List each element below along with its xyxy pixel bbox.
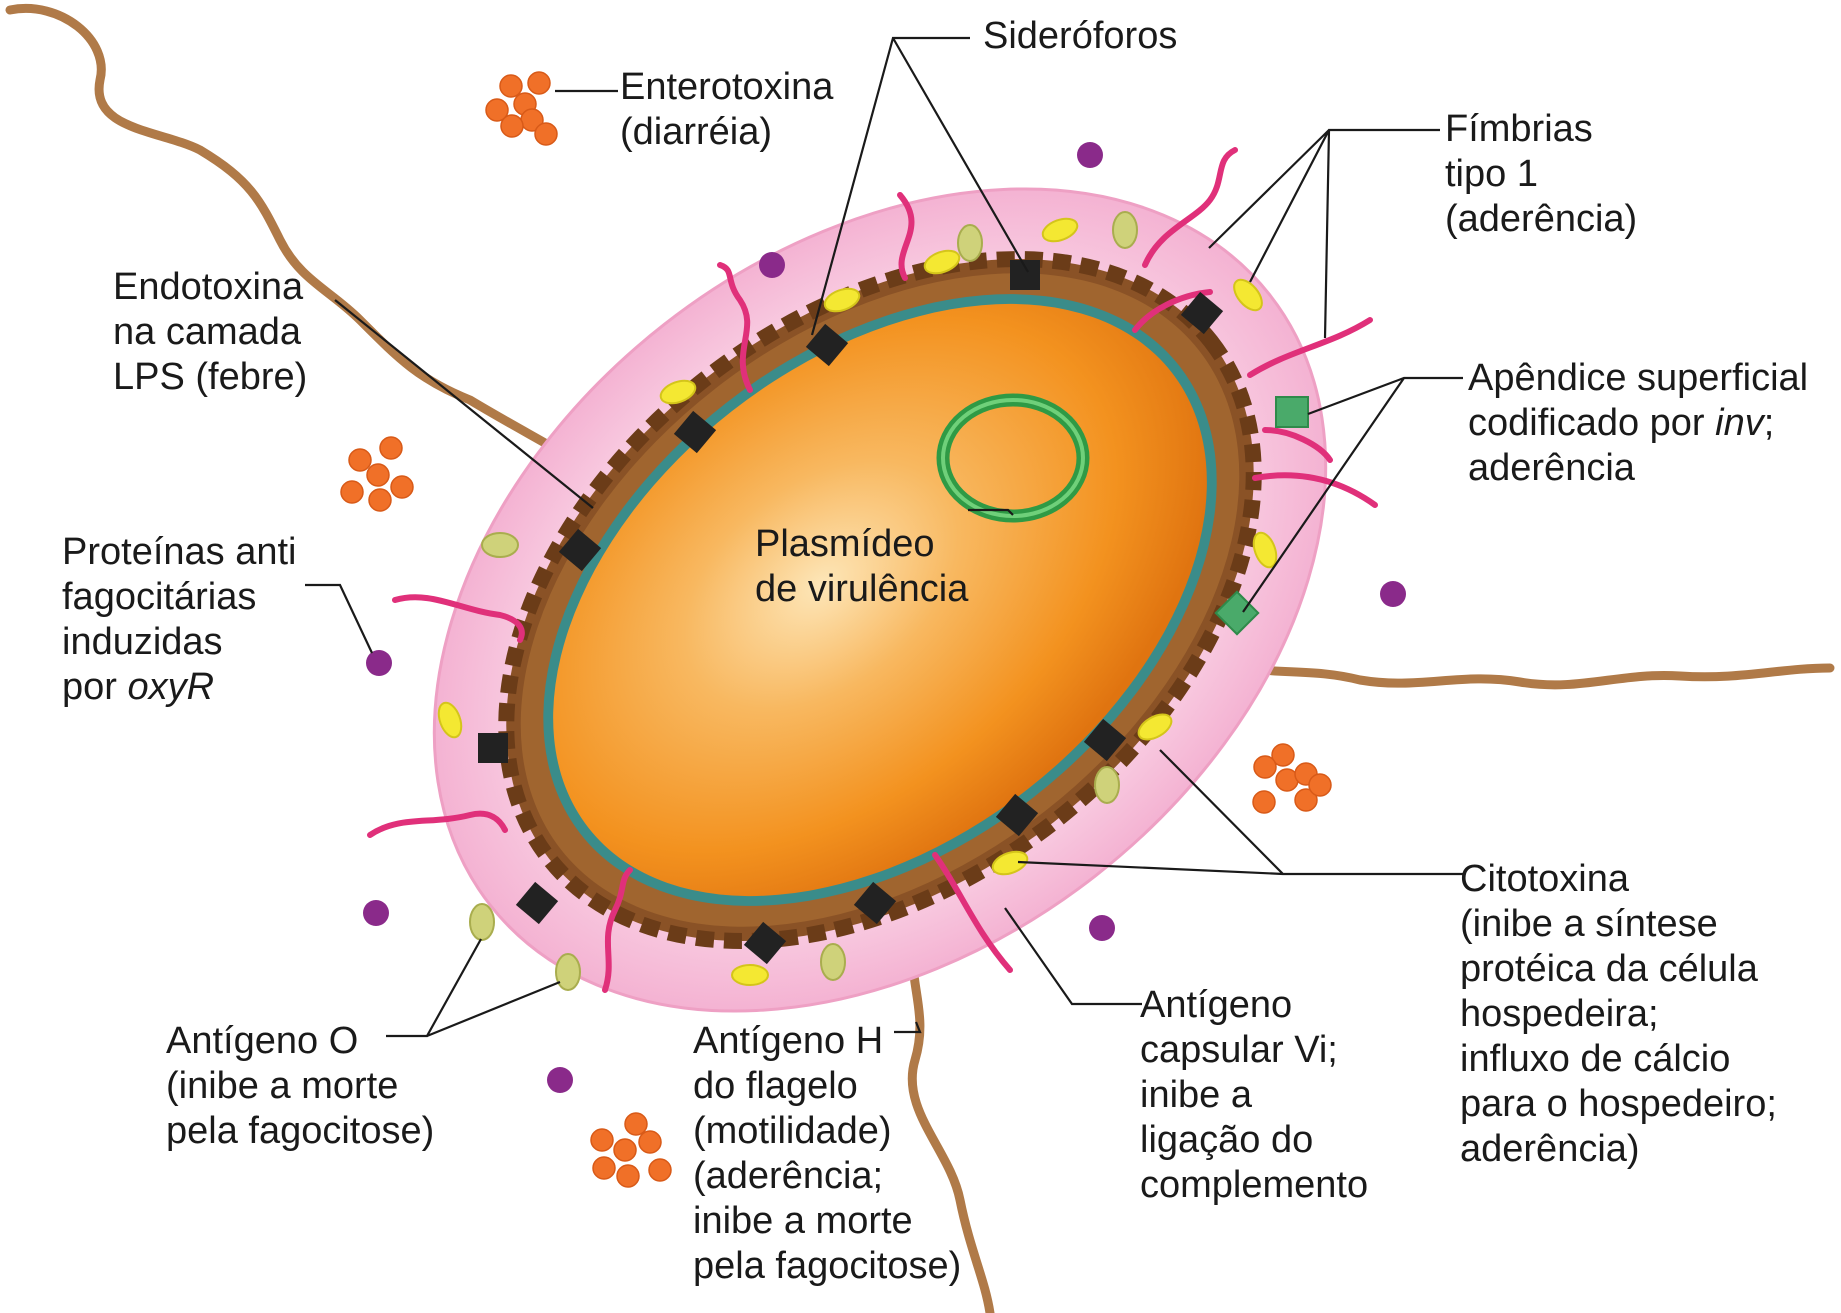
label-citotoxina: Citotoxina (inibe a síntese protéica da …: [1460, 857, 1777, 1172]
label-line: Plasmídeo: [755, 522, 968, 567]
label-line: codificado por inv;: [1468, 401, 1808, 446]
label-line: hospedeira;: [1460, 992, 1777, 1037]
label-line: na camada: [113, 310, 307, 355]
label-antigeno-h: Antígeno H do flagelo (motilidade) (ader…: [693, 1019, 961, 1289]
label-line: LPS (febre): [113, 355, 307, 400]
label-line: (aderência): [1445, 197, 1637, 242]
label-segment-italic: inv: [1715, 402, 1764, 444]
label-enterotoxina: Enterotoxina (diarréia): [620, 65, 833, 155]
label-line: Fímbrias: [1445, 107, 1637, 152]
label-line: do flagelo: [693, 1064, 961, 1109]
flagellum-right: [1200, 655, 1830, 685]
label-line: influxo de cálcio: [1460, 1037, 1777, 1082]
label-line: (inibe a síntese: [1460, 902, 1777, 947]
label-proteinas: Proteínas anti fagocitárias induzidas po…: [62, 530, 296, 710]
label-line: (diarréia): [620, 110, 833, 155]
label-line: pela fagocitose): [166, 1109, 434, 1154]
label-line: tipo 1: [1445, 152, 1637, 197]
label-antigeno-o: Antígeno O (inibe a morte pela fagocitos…: [166, 1019, 434, 1154]
leader-proteinas: [305, 585, 372, 653]
label-segment: ;: [1764, 402, 1775, 444]
label-segment: por: [62, 666, 127, 708]
label-line: por oxyR: [62, 665, 296, 710]
label-line: Antígeno O: [166, 1019, 434, 1064]
label-line: Antígeno: [1140, 983, 1368, 1028]
label-line: aderência): [1460, 1127, 1777, 1172]
enterotoxin-cluster: [591, 1113, 671, 1187]
label-sideroforos: Sideróforos: [983, 14, 1177, 59]
label-line: pela fagocitose): [693, 1244, 961, 1289]
label-segment-italic: oxyR: [127, 666, 214, 708]
enterotoxin-cluster: [1253, 744, 1331, 813]
label-line: Endotoxina: [113, 265, 307, 310]
label-line: protéica da célula: [1460, 947, 1777, 992]
label-plasmideo: Plasmídeo de virulência: [755, 522, 968, 612]
enterotoxin-cluster: [486, 72, 557, 145]
label-segment: codificado por: [1468, 402, 1715, 444]
label-line: Antígeno H: [693, 1019, 961, 1064]
label-line: complemento: [1140, 1163, 1368, 1208]
label-line: ligação do: [1140, 1118, 1368, 1163]
label-apendice: Apêndice superficial codificado por inv;…: [1468, 356, 1808, 491]
enterotoxin-cluster: [341, 437, 413, 511]
label-line: Proteínas anti: [62, 530, 296, 575]
label-endotoxina: Endotoxina na camada LPS (febre): [113, 265, 307, 400]
label-line: para o hospedeiro;: [1460, 1082, 1777, 1127]
label-line: Apêndice superficial: [1468, 356, 1808, 401]
label-line: capsular Vi;: [1140, 1028, 1368, 1073]
label-line: (aderência;: [693, 1154, 961, 1199]
label-line: fagocitárias: [62, 575, 296, 620]
label-line: (inibe a morte: [166, 1064, 434, 1109]
label-line: Enterotoxina: [620, 65, 833, 110]
label-line: aderência: [1468, 446, 1808, 491]
label-line: induzidas: [62, 620, 296, 665]
label-line: inibe a: [1140, 1073, 1368, 1118]
label-line: de virulência: [755, 567, 968, 612]
label-line: Citotoxina: [1460, 857, 1777, 902]
label-fimbrias: Fímbrias tipo 1 (aderência): [1445, 107, 1637, 242]
label-line: inibe a morte: [693, 1199, 961, 1244]
label-line: Sideróforos: [983, 14, 1177, 59]
label-antigeno-capsular: Antígeno capsular Vi; inibe a ligação do…: [1140, 983, 1368, 1208]
label-line: (motilidade): [693, 1109, 961, 1154]
